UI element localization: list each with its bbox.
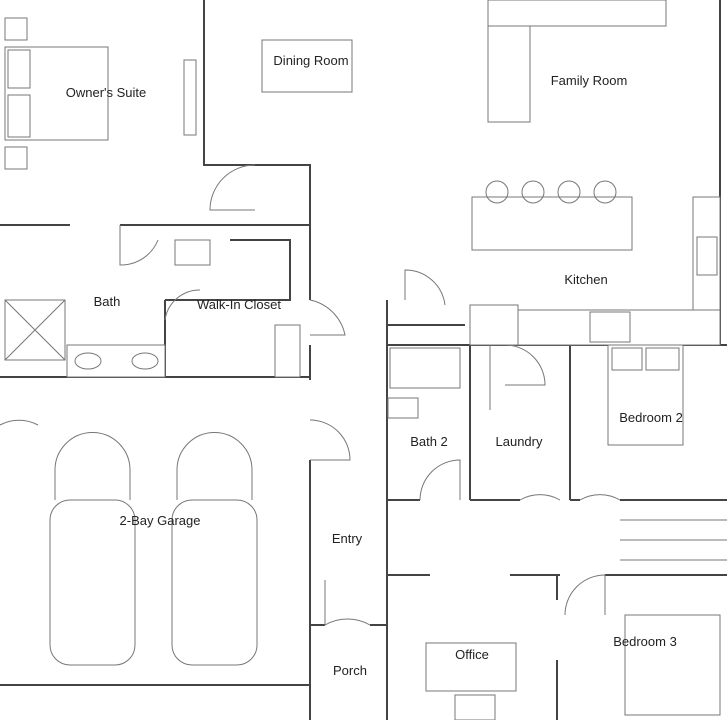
furniture <box>4 0 721 720</box>
label-family-room: Family Room <box>551 73 628 88</box>
label-walk-in-closet: Walk-In Closet <box>197 297 281 312</box>
label-bath-2: Bath 2 <box>410 434 448 449</box>
label-porch: Porch <box>333 663 367 678</box>
label-dining-room: Dining Room <box>273 53 348 68</box>
label-bedroom-2: Bedroom 2 <box>619 410 683 425</box>
label-garage: 2-Bay Garage <box>120 513 201 528</box>
doors <box>0 164 727 626</box>
label-kitchen: Kitchen <box>564 272 607 287</box>
bed-3 <box>624 614 721 716</box>
label-bath: Bath <box>94 294 121 309</box>
label-office: Office <box>455 647 489 662</box>
label-entry: Entry <box>332 531 363 546</box>
dining-table <box>261 39 353 93</box>
room-labels: Owner's Suite Dining Room Family Room Ki… <box>66 53 683 678</box>
car-1 <box>49 499 136 666</box>
label-laundry: Laundry <box>496 434 543 449</box>
label-bedroom-3: Bedroom 3 <box>613 634 677 649</box>
office-desk <box>425 642 517 692</box>
label-owners-suite: Owner's Suite <box>66 85 147 100</box>
kitchen-island <box>471 196 633 251</box>
car-2 <box>171 499 258 666</box>
